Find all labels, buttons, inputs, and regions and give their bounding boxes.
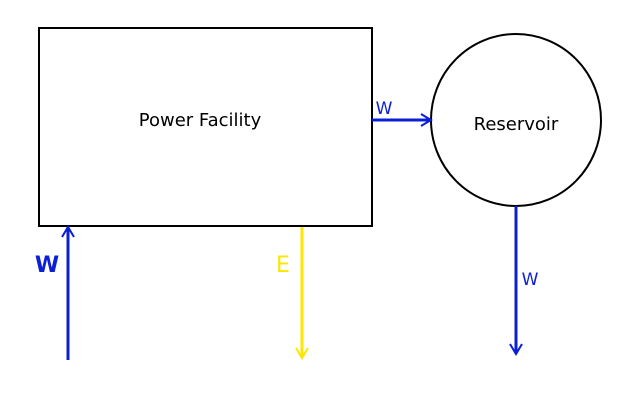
energy-out-arrow: E <box>276 227 309 360</box>
water-to-reservoir-arrow: W <box>372 99 433 127</box>
reservoir-node: Reservoir <box>430 33 602 207</box>
water-in-arrow-head <box>61 225 75 238</box>
water-in-label: W <box>35 253 59 278</box>
energy-out-label: E <box>276 253 290 278</box>
power-facility-box <box>38 27 373 227</box>
water-to-reservoir-arrow-head <box>420 113 433 127</box>
energy-out-arrow-head <box>295 347 309 360</box>
reservoir-out-arrow: W <box>509 206 539 356</box>
reservoir-out-arrow-head <box>509 343 523 356</box>
water-in-arrow: W <box>35 225 75 360</box>
reservoir-label: Reservoir <box>474 114 559 135</box>
power-facility-label: Power Facility <box>139 110 262 131</box>
water-to-reservoir-label: W <box>376 99 393 119</box>
reservoir-out-label: W <box>522 270 539 290</box>
power-facility-node: Power Facility <box>38 27 373 227</box>
